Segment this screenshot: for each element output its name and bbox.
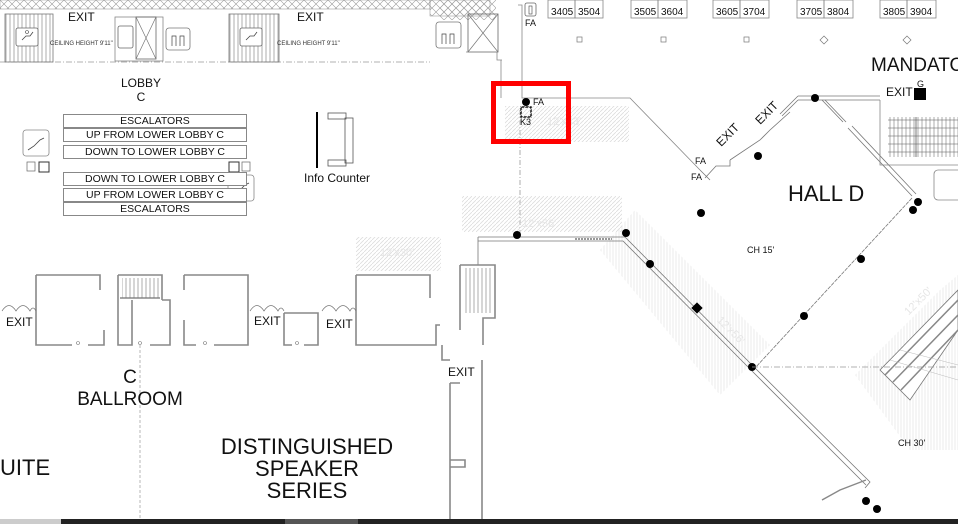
- info-counter-drawing: [316, 112, 354, 168]
- escalator-bottom-right: [879, 289, 958, 401]
- elevator-block-left: [114, 16, 191, 62]
- exit-label-ballroom-mid2: EXIT: [326, 317, 353, 331]
- booth-3904[interactable]: 3904: [910, 7, 933, 18]
- door-arcs: [1, 305, 357, 312]
- escalator-up-from-lower[interactable]: UP FROM LOWER LOBBY C: [63, 128, 247, 142]
- escalator-down-to-lower[interactable]: DOWN TO LOWER LOBBY C: [63, 145, 247, 159]
- distinguished-speaker-series-label: DISTINGUISHED SPEAKER SERIES: [207, 436, 407, 502]
- escalator-down-to-lower-2[interactable]: DOWN TO LOWER LOBBY C: [63, 172, 247, 186]
- stairs-mandatory: [879, 88, 958, 201]
- dss-line2: SPEAKER: [255, 456, 359, 481]
- booth-3604[interactable]: 3604: [661, 7, 684, 18]
- lobby-label-line2: C: [136, 90, 146, 104]
- ceiling-height-30: CH 30': [898, 438, 926, 448]
- fa-label-marker: FA: [533, 97, 545, 107]
- booth-row: [547, 0, 937, 45]
- dimension-12x56: 12'x56': [522, 218, 557, 230]
- ceiling-height-middle: CEILING HEIGHT 9'11": [277, 41, 340, 47]
- ceiling-height-15: CH 15': [747, 245, 775, 255]
- elevator-block-right: [435, 13, 502, 61]
- fa-label-top: FA: [525, 18, 537, 28]
- booth-3705[interactable]: 3705: [800, 7, 823, 18]
- ballroom-label-line2: BALLROOM: [77, 389, 183, 410]
- lobby-label: LOBBY C: [120, 77, 162, 103]
- lobby-label-line1: LOBBY: [120, 76, 162, 90]
- escalator-up-from-lower-2[interactable]: UP FROM LOWER LOBBY C: [63, 188, 247, 202]
- exit-label-top-left: EXIT: [68, 10, 95, 24]
- corridor-walls: [449, 360, 483, 519]
- exit-label-mandatory: EXIT: [886, 85, 913, 99]
- fire-alarm-dot: [522, 98, 530, 106]
- dimension-12x43: 12'x43': [547, 116, 582, 128]
- k3-label: K3: [520, 117, 532, 127]
- column-dots: [513, 94, 922, 513]
- scrollbar-track-start: [0, 519, 61, 524]
- booth-3805[interactable]: 3805: [883, 7, 906, 18]
- dimension-area-12x56: [462, 196, 622, 232]
- exit-label-ballroom-mid1: EXIT: [254, 314, 281, 328]
- exit-label-top-middle: EXIT: [297, 10, 324, 24]
- ballroom-stairs: [122, 268, 493, 313]
- mandatory-label: MANDATO: [871, 55, 958, 76]
- info-counter-label: Info Counter: [304, 171, 371, 185]
- hall-d-bottom-wall: [821, 479, 867, 501]
- booth-3605[interactable]: 3605: [716, 7, 739, 18]
- suite-label: UITE: [0, 455, 51, 480]
- ceiling-height-left: CEILING HEIGHT 9'11": [50, 41, 113, 47]
- dimension-12x30: 12'x30': [380, 247, 415, 259]
- dss-line1: DISTINGUISHED: [220, 434, 394, 459]
- ballroom-label: C BALLROOM: [60, 368, 200, 409]
- fa-label-hall-1: FA: [695, 156, 707, 166]
- bottom-scrollbar[interactable]: [0, 519, 958, 524]
- booth-3504[interactable]: 3504: [578, 7, 601, 18]
- dss-line3: SERIES: [266, 478, 348, 503]
- ballroom-walls: [35, 264, 496, 361]
- booth-3405[interactable]: 3405: [551, 7, 574, 18]
- top-wall-band: [0, 0, 496, 20]
- selection-highlight[interactable]: [491, 81, 571, 144]
- booth-3804[interactable]: 3804: [827, 7, 850, 18]
- fire-extinguisher-icon: [524, 2, 537, 17]
- g-label: G: [917, 79, 925, 89]
- escalator-title-upper: ESCALATORS: [63, 114, 247, 128]
- stairs-middle-top: [228, 13, 280, 63]
- hall-d-walls: [477, 95, 917, 489]
- dimension-area-12x56-diag: [600, 210, 770, 395]
- booth-3505[interactable]: 3505: [634, 7, 657, 18]
- exit-label-ballroom-left: EXIT: [6, 315, 33, 329]
- scrollbar-thumb[interactable]: [285, 519, 358, 524]
- hall-d-label: HALL D: [788, 181, 865, 206]
- fa-label-hall-2: FA: [691, 172, 703, 182]
- booth-3704[interactable]: 3704: [743, 7, 766, 18]
- ballroom-label-line1: C: [123, 367, 137, 388]
- exit-label-corridor: EXIT: [448, 365, 475, 379]
- stairs-left-top: [4, 13, 54, 63]
- dimension-area-12x30: [356, 237, 441, 271]
- escalator-title-lower: ESCALATORS: [63, 202, 247, 216]
